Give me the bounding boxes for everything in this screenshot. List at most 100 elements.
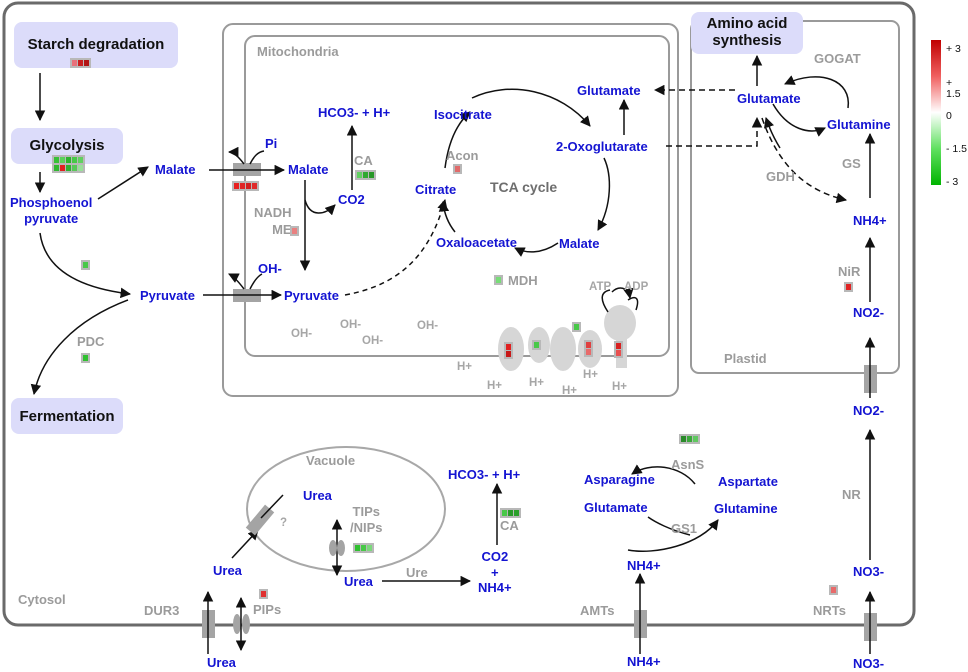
atp_synthase-cell-0 xyxy=(574,324,579,330)
no3-outside-label: NO3- xyxy=(853,656,885,671)
oh-ion-2: OH- xyxy=(340,319,362,331)
ca_mito-cell-0 xyxy=(357,172,362,178)
fermentation-pill xyxy=(11,398,123,434)
nrts-label: NRTs xyxy=(813,603,846,618)
glycolysis_bot-cell-0 xyxy=(54,165,59,171)
complex1-cell-0 xyxy=(506,344,511,350)
isocitrate-label: Isocitrate xyxy=(434,107,492,122)
glycolysis_top-cell-3 xyxy=(72,157,77,163)
no3-cytosol-label: NO3- xyxy=(853,564,885,579)
plastid-boundary xyxy=(690,20,900,374)
legend-colorbar xyxy=(931,40,941,185)
starch-cell-2 xyxy=(84,60,89,66)
glutamate-mito-label: Glutamate xyxy=(577,83,641,98)
malate-cytosol-label: Malate xyxy=(155,162,196,177)
h-ion-2: H+ xyxy=(487,380,503,392)
complex2-cell-0 xyxy=(534,342,539,348)
ca-cytosol-label: CA xyxy=(500,518,519,533)
nh4-cytosol-label: NH4+ xyxy=(627,558,661,573)
heatmap-atp-synthase xyxy=(572,322,581,332)
cytosol-label: Cytosol xyxy=(18,592,66,607)
pips-label: PIPs xyxy=(253,602,282,617)
legend-label-minus-3: - 3 xyxy=(946,176,959,188)
oh-mito-label: OH- xyxy=(258,261,282,276)
oxoglutarate-label: 2-Oxoglutarate xyxy=(556,139,648,154)
heatmap-me xyxy=(290,226,299,236)
unknown-transporter-label: ? xyxy=(280,517,288,529)
heatmap-pdc xyxy=(81,353,90,363)
heatmap-starch xyxy=(70,58,91,68)
heatmap-pyruvate-kinase xyxy=(81,260,90,270)
gogat-label: GOGAT xyxy=(814,51,861,66)
ca_mito-cell-1 xyxy=(363,172,368,178)
heatmap-asns xyxy=(679,434,700,444)
dur3-label: DUR3 xyxy=(144,603,180,618)
heatmap-complex-4 xyxy=(614,341,623,358)
glycolysis_bot-cell-4 xyxy=(78,165,83,171)
pyruvate_kinase-cell-0 xyxy=(83,262,88,268)
glutamate-cytosol-label: Glutamate xyxy=(584,500,648,515)
oxaloacetate-label: Oxaloacetate xyxy=(436,235,517,250)
glutamine-cytosol-label: Glutamine xyxy=(714,501,778,516)
glycolysis-label: Glycolysis xyxy=(29,137,105,154)
fermentation-label: Fermentation xyxy=(19,408,115,425)
co2-mito-label: CO2 xyxy=(338,192,365,207)
tips-nips-label: TIPs /NIPs xyxy=(350,504,383,535)
pips-cell-0 xyxy=(261,591,266,597)
complex1-cell-1 xyxy=(506,351,511,357)
legend-label-zero: 0 xyxy=(946,110,952,122)
asns-label: AsnS xyxy=(671,457,705,472)
no2-cytosol-label: NO2- xyxy=(853,403,885,418)
oh-ion-3: OH- xyxy=(362,335,384,347)
heatmap-ca-mito xyxy=(355,170,376,180)
mdh-cell-0 xyxy=(496,277,501,283)
tca-cycle-label: TCA cycle xyxy=(490,179,558,195)
heatmap-glycolysis-top xyxy=(52,155,85,165)
tips-cell-1 xyxy=(361,545,366,551)
legend-label-minus-1-5: - 1.5 xyxy=(946,143,968,155)
ca-mito-label: CA xyxy=(354,153,373,168)
nrts-cell-0 xyxy=(831,587,836,593)
h-ion-4: H+ xyxy=(562,385,578,397)
ca_cyt-cell-2 xyxy=(514,510,519,516)
heatmap-ca-cytosol xyxy=(500,508,521,518)
nh4-plastid-label: NH4+ xyxy=(853,213,887,228)
glycolysis_top-cell-1 xyxy=(60,157,65,163)
mdh-label: MDH xyxy=(508,273,538,288)
urea-after-tips-label: Urea xyxy=(344,574,373,589)
h-ion-1: H+ xyxy=(457,361,473,373)
starch-pill xyxy=(14,22,178,68)
glycolysis_bot-cell-3 xyxy=(72,165,77,171)
asparagine-label: Asparagine xyxy=(584,472,655,487)
citrate-label: Citrate xyxy=(415,182,457,197)
asns-cell-0 xyxy=(681,436,686,442)
glycolysis_bot-cell-1 xyxy=(60,165,65,171)
ca_cyt-cell-0 xyxy=(502,510,507,516)
plastid-label: Plastid xyxy=(724,351,767,366)
ure-label: Ure xyxy=(406,565,428,580)
starch-cell-0 xyxy=(72,60,77,66)
glutamate-plastid-label: Glutamate xyxy=(737,91,801,106)
gdh-label: GDH xyxy=(766,169,795,184)
heatmap-acon xyxy=(453,164,462,174)
pyruvate-cytosol-label: Pyruvate xyxy=(140,288,195,303)
gs-label: GS xyxy=(842,156,861,171)
heatmap-mdh xyxy=(494,275,503,285)
urea-cytosol-label: Urea xyxy=(213,563,242,578)
nir-label: NiR xyxy=(838,264,861,279)
malate_transporter-cell-1 xyxy=(240,183,245,189)
pi-label: Pi xyxy=(265,136,278,151)
oh-ion-4: OH- xyxy=(417,320,439,332)
pdc-cell-0 xyxy=(83,355,88,361)
malate_transporter-cell-0 xyxy=(234,183,239,189)
mitochondria-outer xyxy=(222,23,679,397)
glycolysis_bot-cell-2 xyxy=(66,165,71,171)
aspartate-label: Aspartate xyxy=(718,474,778,489)
tips-cell-2 xyxy=(367,545,372,551)
ca_mito-cell-2 xyxy=(369,172,374,178)
heatmap-pips xyxy=(259,589,268,599)
pyruvate-mito-label: Pyruvate xyxy=(284,288,339,303)
amino-acid-synthesis-label: Amino acid synthesis xyxy=(706,15,788,50)
mitochondria-inner xyxy=(244,35,670,357)
asns-cell-1 xyxy=(687,436,692,442)
